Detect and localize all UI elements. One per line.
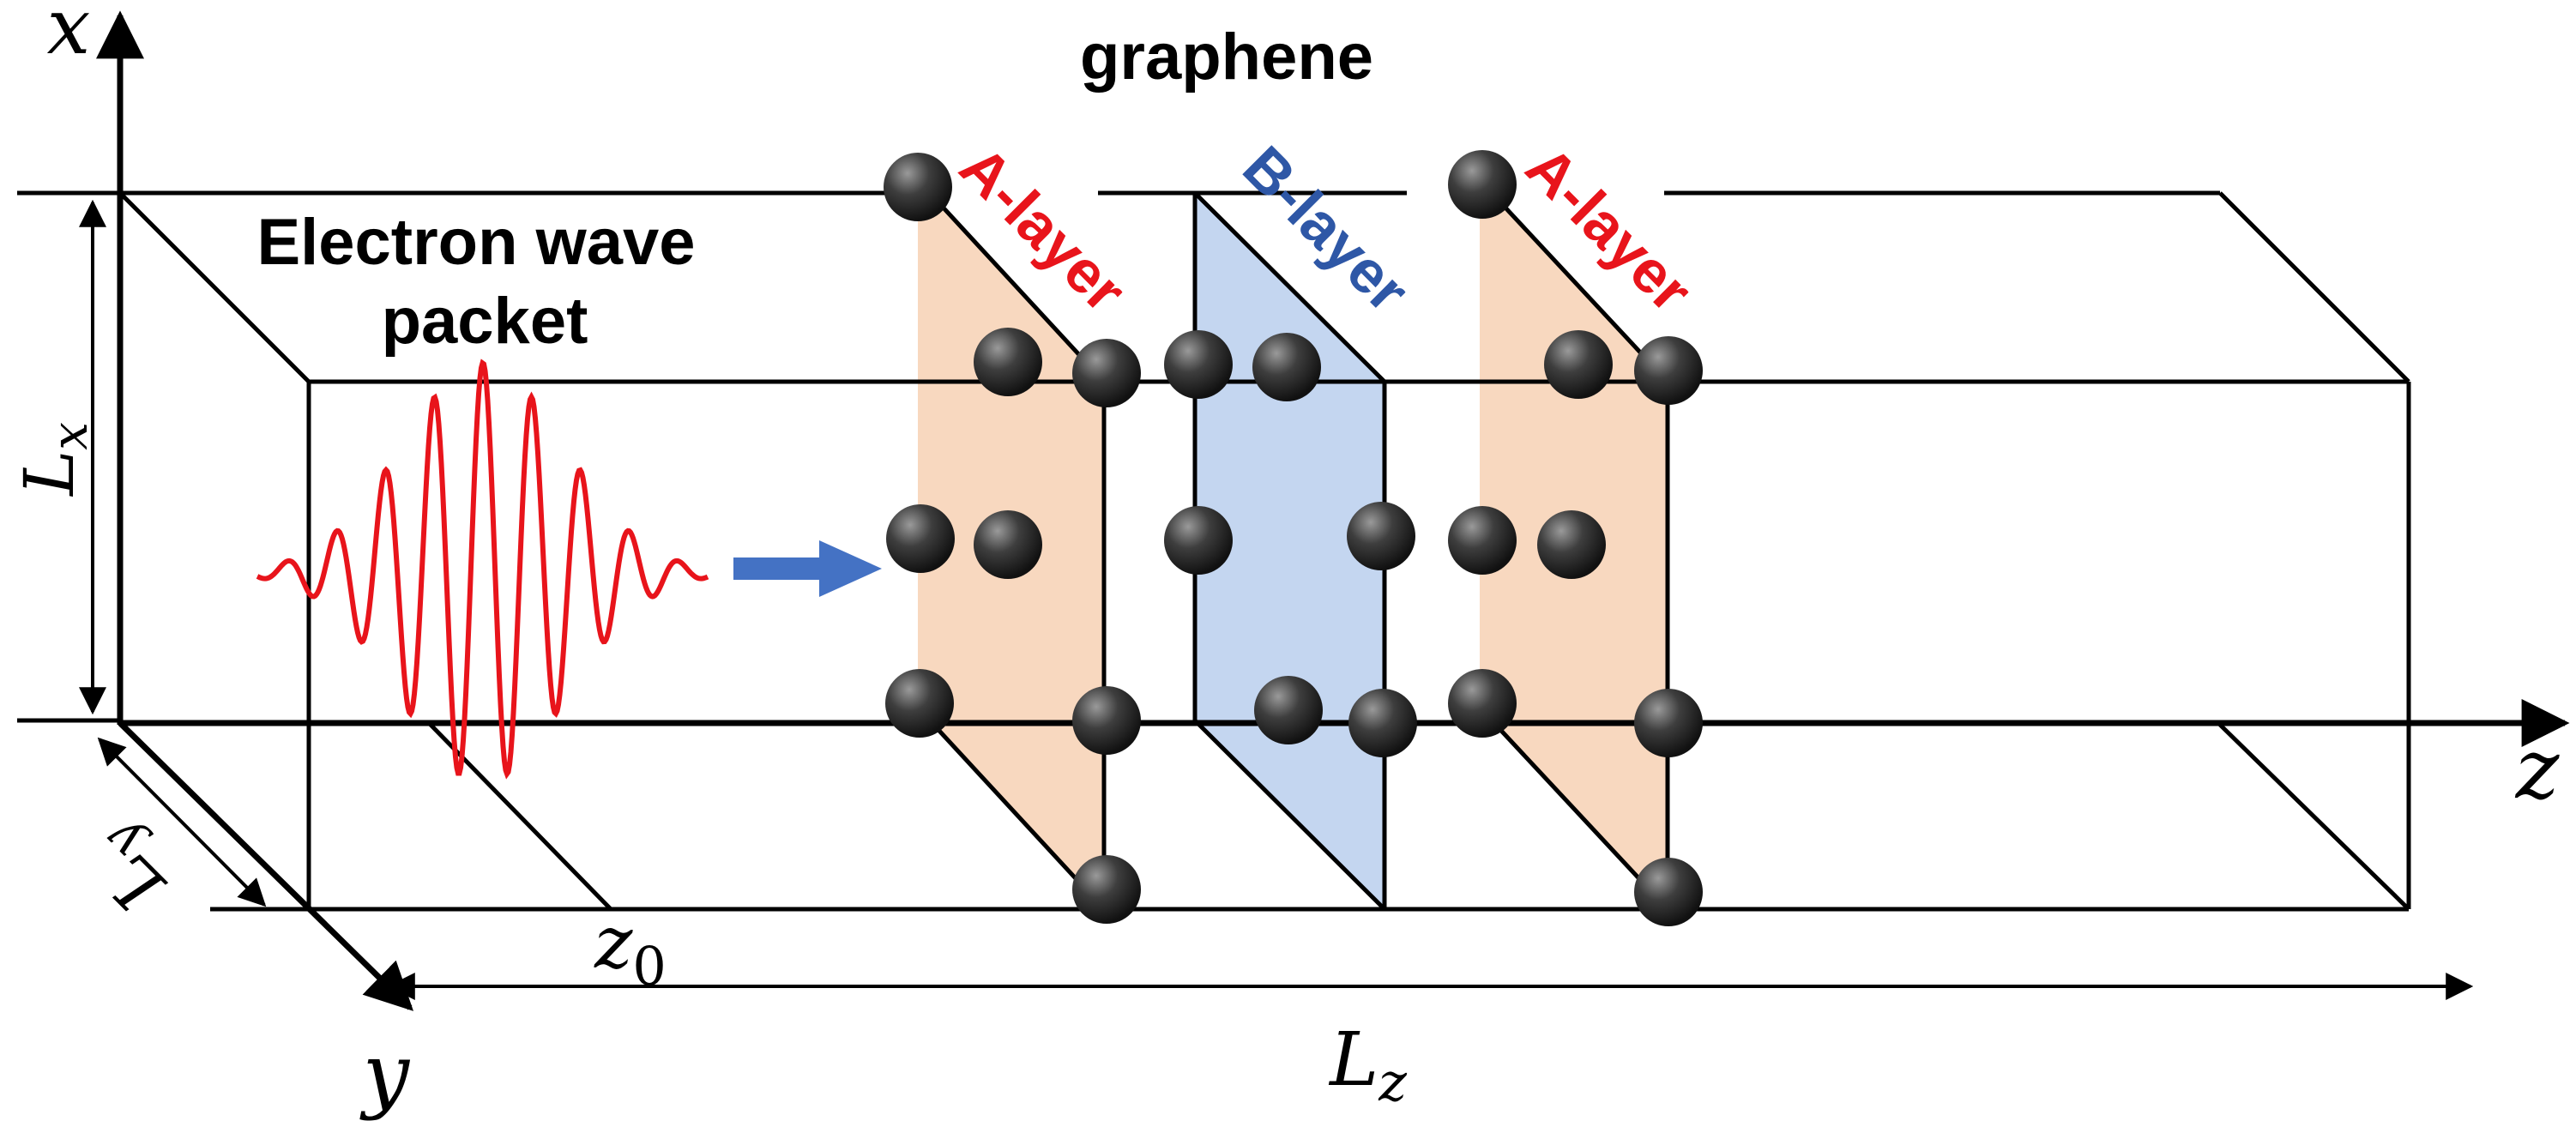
- lx-label-main: L: [9, 450, 89, 497]
- lz-label: Lz: [1328, 1017, 1407, 1113]
- z0-label-sub: 0: [632, 935, 666, 997]
- z0-marker-line: [427, 721, 612, 911]
- atom: [1347, 502, 1415, 570]
- layer-b-top-depth: [1193, 191, 1386, 383]
- layer-b-plane: [1195, 193, 1385, 909]
- box-bottom-right-depth: [2218, 723, 2410, 911]
- atom: [1254, 676, 1323, 744]
- lz-label-sub: z: [1378, 1051, 1407, 1113]
- atom: [1448, 506, 1517, 575]
- atom: [1072, 686, 1141, 755]
- ly-dimension-arrow: [97, 737, 267, 907]
- simulation-box: [17, 190, 2411, 912]
- ly-label: Ly: [69, 811, 187, 929]
- atom: [886, 504, 955, 573]
- box-top-right-depth: [2218, 191, 2410, 383]
- atom: [974, 510, 1042, 579]
- atom: [1448, 669, 1517, 738]
- electron-wave-packet: [256, 359, 709, 780]
- incidence-arrow: [733, 540, 882, 597]
- atom: [1544, 330, 1613, 399]
- axis-x-label: x: [47, 0, 91, 72]
- incidence-arrow-shaft: [733, 557, 828, 580]
- layer-edges: [916, 178, 1670, 911]
- atom: [1072, 339, 1141, 407]
- atom: [1252, 333, 1321, 401]
- box-top-left-depth: [118, 191, 311, 383]
- atom: [1634, 858, 1703, 926]
- axis-y-label: y: [359, 1026, 411, 1122]
- layer-a1-top-depth: [916, 178, 1106, 383]
- atom: [885, 669, 954, 738]
- lx-label: Lx: [9, 422, 99, 497]
- atom: [974, 328, 1042, 396]
- lz-label-main: L: [1328, 1017, 1378, 1103]
- axis-z-label: z: [2515, 721, 2561, 817]
- atom: [1537, 510, 1606, 579]
- z0-label-main: z: [594, 901, 633, 985]
- graphene-label: graphene: [1080, 21, 1373, 93]
- layer-a2-bottom-depth: [1478, 706, 1669, 911]
- incidence-arrow-head: [819, 540, 882, 597]
- layer-planes: [918, 180, 1668, 909]
- wave-packet-label-line1: Electron wave: [256, 206, 695, 279]
- svg-text:Ly: Ly: [69, 811, 187, 929]
- atom: [1164, 506, 1233, 575]
- layer-a1-bottom-depth: [916, 706, 1106, 911]
- atom: [1072, 855, 1141, 924]
- wave-packet-label-line2: packet: [382, 285, 588, 358]
- layer-b-bottom-depth: [1193, 719, 1386, 911]
- lx-label-sub: x: [40, 422, 99, 450]
- atom: [1448, 150, 1517, 219]
- atom: [1634, 689, 1703, 757]
- layer-a2-top-depth: [1478, 178, 1669, 383]
- z0-label: z0: [594, 901, 667, 997]
- atom: [1634, 336, 1703, 405]
- svg-text:Lx: Lx: [9, 422, 99, 497]
- atom: [1164, 330, 1233, 399]
- atoms: [884, 150, 1703, 926]
- dimension-arrows: [79, 199, 2474, 1000]
- atom: [1348, 689, 1417, 757]
- atom: [884, 153, 952, 221]
